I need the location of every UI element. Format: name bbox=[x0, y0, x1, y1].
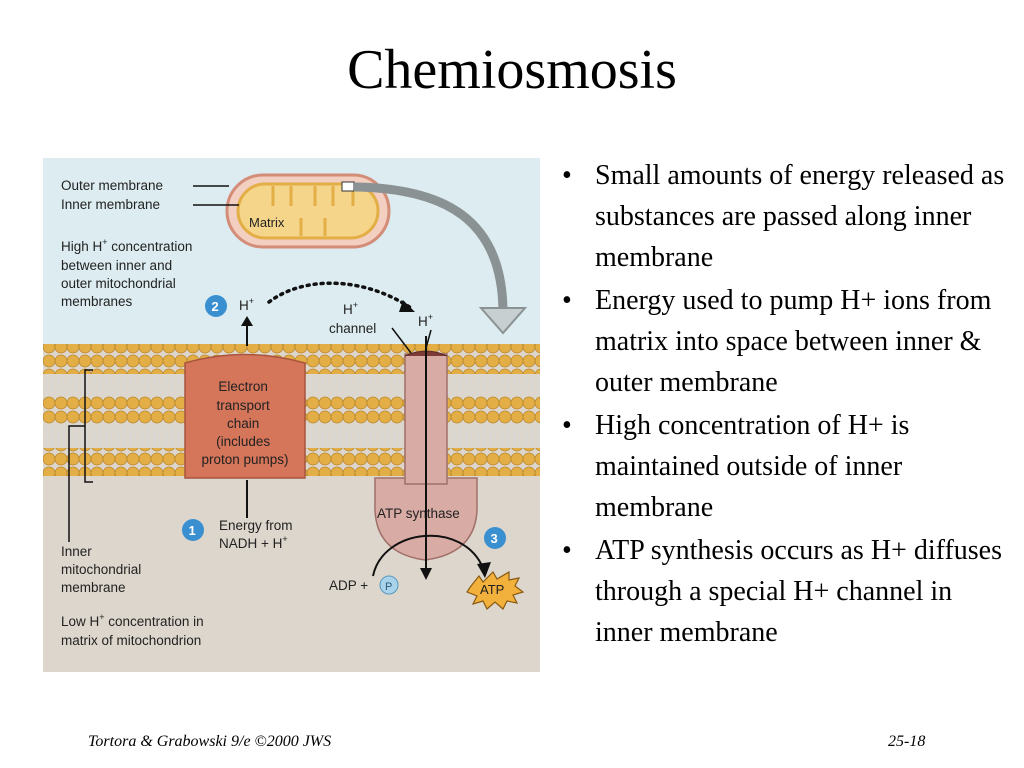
bullet-text: ATP synthesis occurs as H+ diffuses thro… bbox=[595, 535, 1002, 648]
bullet-item: • Small amounts of energy released as sub… bbox=[562, 155, 1012, 278]
atp-formation-arrow bbox=[372, 534, 484, 577]
phosphate-badge bbox=[379, 575, 399, 595]
phosphate-label: P bbox=[385, 581, 392, 593]
step-3-badge bbox=[484, 527, 506, 549]
proton-flow-dotted-arrow bbox=[267, 281, 413, 310]
footer-citation: Tortora & Grabowski 9/e ©2000 JWS bbox=[88, 733, 332, 750]
h-plus-left: H+ bbox=[239, 296, 254, 313]
bullet-text: Energy used to pump H+ ions from matrix … bbox=[595, 285, 992, 398]
bullet-text: Small amounts of energy released as subs… bbox=[595, 160, 1005, 273]
matrix-label: Matrix bbox=[249, 215, 285, 230]
inner-membrane-label: Inner membrane bbox=[61, 197, 160, 212]
atp-burst bbox=[466, 570, 525, 610]
etc-label: Electron transport chain (includes proto… bbox=[201, 379, 288, 467]
low-h-label: Low H+ concentration in matrix of mitoch… bbox=[61, 612, 207, 648]
bullet-list: • Small amounts of energy released as sub… bbox=[562, 155, 1012, 655]
inner-mito-membrane-label: Inner mitochondrial membrane bbox=[61, 544, 145, 595]
slide-title: Chemiosmosis bbox=[347, 39, 677, 101]
bullet-dot: • bbox=[562, 410, 572, 441]
zoom-arrow bbox=[353, 182, 508, 314]
step-2-number: 2 bbox=[212, 299, 219, 314]
bullet-dot: • bbox=[562, 160, 572, 191]
adp-label: ADP + bbox=[329, 578, 368, 593]
bullet-text: High concentration of H+ is maintained o… bbox=[595, 410, 910, 523]
step-1-number: 1 bbox=[189, 523, 196, 538]
h-channel-label: H+ channel bbox=[329, 296, 376, 336]
step-1-badge bbox=[182, 519, 204, 541]
bullet-item: • ATP synthesis occurs as H+ diffuses thr… bbox=[562, 530, 1012, 653]
outer-membrane-label: Outer membrane bbox=[61, 178, 163, 193]
mitochondrion-icon bbox=[225, 173, 391, 249]
atp-synthase-label: ATP synthase bbox=[377, 506, 460, 521]
bullet-item: • Energy used to pump H+ ions from matrix… bbox=[562, 280, 1012, 403]
chemiosmosis-diagram: Matrix Outer membrane Inner membrane Hig… bbox=[43, 158, 540, 672]
electron-transport-chain bbox=[184, 353, 306, 479]
step-3-number: 3 bbox=[491, 531, 498, 546]
bullet-dot: • bbox=[562, 285, 572, 316]
footer-page-number: 25-18 bbox=[888, 733, 926, 750]
bullet-item: • High concentration of H+ is maintained … bbox=[562, 405, 1012, 528]
bullet-dot: • bbox=[562, 535, 572, 566]
atp-label: ATP bbox=[480, 582, 504, 597]
high-h-label: High H+ concentration between inner and … bbox=[61, 237, 196, 309]
step-2-badge bbox=[205, 295, 227, 317]
h-plus-right: H+ bbox=[418, 312, 433, 329]
energy-label: Energy from NADH + H+ bbox=[219, 518, 296, 551]
